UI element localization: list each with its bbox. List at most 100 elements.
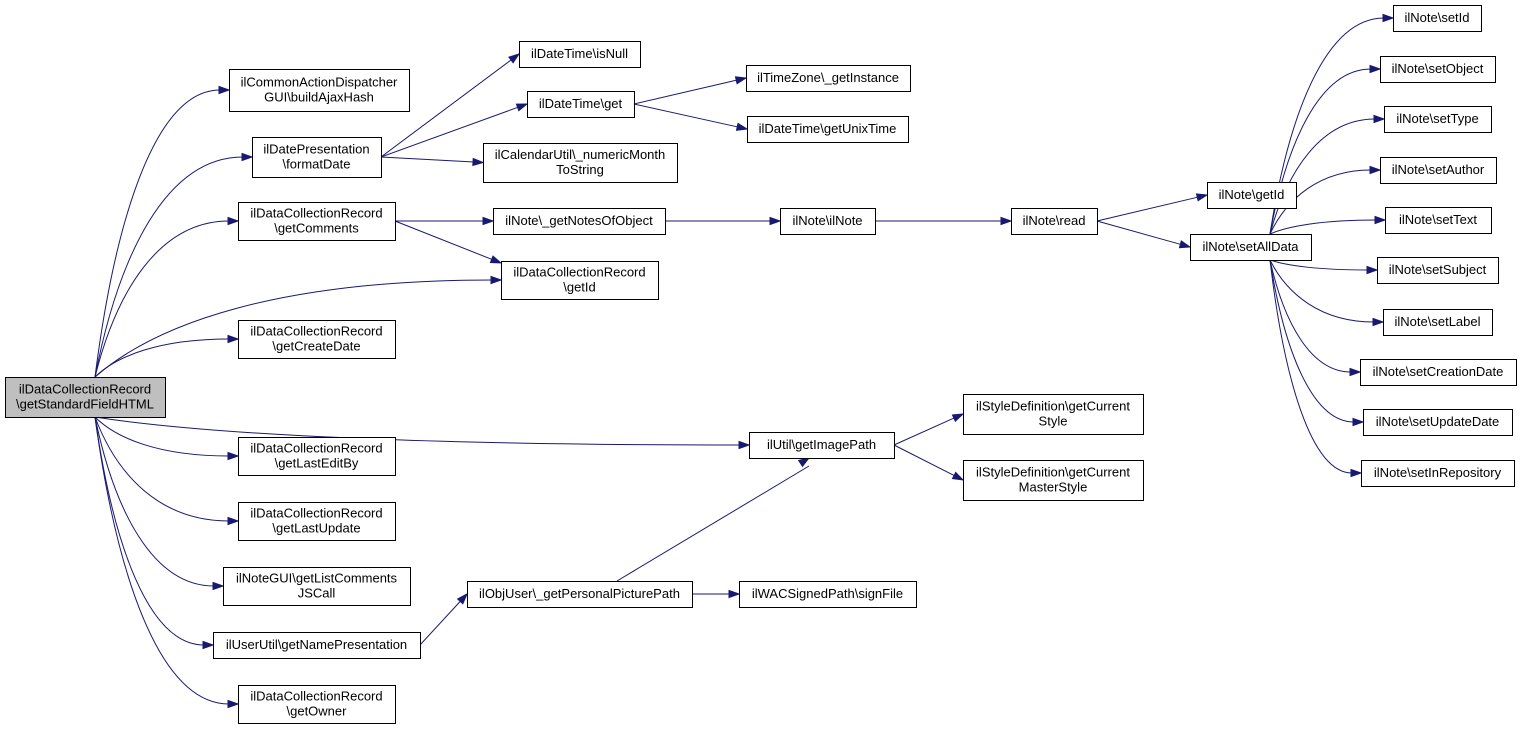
edge-root-to-getImagePath (94, 416, 741, 446)
edge-root-to-getListCommentsJSCall (94, 416, 215, 587)
arrowhead-noteRead-to-setAllData (1178, 240, 1192, 249)
arrowhead-root-to-getCreateDate (227, 334, 240, 344)
node-formatDate[interactable]: ilDatePresentation\formatDate (252, 137, 382, 178)
arrowhead-root-to-formatDate (241, 152, 254, 162)
node-box (213, 632, 421, 659)
node-label: ilDataCollectionRecord (19, 382, 151, 397)
node-label: ilStyleDefinition\getCurrent (976, 465, 1130, 480)
node-label: \getStandardFieldHTML (16, 397, 154, 412)
edge-setAllData-to-setUpdateDate (1269, 259, 1355, 423)
node-box (739, 581, 917, 608)
node-box (1393, 5, 1482, 32)
edge-formatDate-to-isNull (380, 58, 513, 158)
edge-setAllData-to-setSubject (1269, 259, 1369, 271)
node-label: ilNote\setId (1404, 10, 1469, 25)
node-box (229, 69, 410, 112)
node-box (238, 437, 396, 476)
node-setCreationDate[interactable]: ilNote\setCreationDate (1360, 359, 1517, 386)
node-getComments[interactable]: ilDataCollectionRecord\getComments (238, 202, 396, 241)
node-box (747, 116, 909, 143)
arrowhead-getImagePath-to-getCurrentMasterStyle (951, 471, 965, 481)
node-buildAjaxHash[interactable]: ilCommonActionDispatcherGUI\buildAjaxHas… (229, 69, 410, 112)
node-box (238, 320, 396, 359)
node-box (1377, 257, 1499, 284)
node-label: ilNote\_getNotesOfObject (505, 213, 653, 228)
node-box (1385, 207, 1492, 234)
node-box (1190, 234, 1312, 261)
node-getOwner[interactable]: ilDataCollectionRecord\getOwner (238, 685, 396, 724)
arrowhead-setAllData-to-setObject (1369, 64, 1382, 74)
node-root[interactable]: ilDataCollectionRecord\getStandardFieldH… (5, 377, 166, 418)
node-label: \getLastEditBy (275, 456, 359, 471)
node-noteGetId[interactable]: ilNote\getId (1207, 182, 1297, 209)
node-box (746, 65, 911, 92)
node-getCreateDate[interactable]: ilDataCollectionRecord\getCreateDate (238, 320, 396, 359)
node-setAllData[interactable]: ilNote\setAllData (1190, 234, 1312, 261)
edge-root-to-getComments (94, 220, 230, 378)
node-noteRead[interactable]: ilNote\read (1011, 208, 1098, 235)
node-getNamePresentation[interactable]: ilUserUtil\getNamePresentation (213, 632, 421, 659)
node-setType[interactable]: ilNote\setType (1384, 106, 1492, 133)
node-label: ilStyleDefinition\getCurrent (976, 399, 1130, 414)
node-setAuthor[interactable]: ilNote\setAuthor (1380, 157, 1497, 184)
node-box (467, 581, 693, 608)
node-dtGet[interactable]: ilDateTime\get (527, 91, 635, 118)
arrowhead-formatDate-to-numericMonth (472, 157, 485, 167)
node-label: ilNote\setUpdateDate (1376, 414, 1500, 429)
node-getLastEditBy[interactable]: ilDataCollectionRecord\getLastEditBy (238, 437, 396, 476)
edge-root-to-buildAjaxHash (94, 89, 221, 378)
node-box (1361, 460, 1515, 487)
node-setLabel[interactable]: ilNote\setLabel (1383, 309, 1493, 336)
edge-dtGet-to-tzGetInstance (633, 79, 738, 105)
node-box (493, 208, 666, 235)
node-box (749, 432, 895, 459)
node-signFile[interactable]: ilWACSignedPath\signFile (739, 581, 917, 608)
arrowhead-setAllData-to-setInRepository (1350, 468, 1363, 478)
node-getUnixTime[interactable]: ilDateTime\getUnixTime (747, 116, 909, 143)
node-label: ilDateTime\get (539, 96, 623, 111)
node-setUpdateDate[interactable]: ilNote\setUpdateDate (1363, 409, 1513, 436)
arrowhead-root-to-getImagePath (738, 440, 751, 450)
node-getPersonalPicturePath[interactable]: ilObjUser\_getPersonalPicturePath (467, 581, 693, 608)
node-label: \getComments (274, 221, 359, 236)
arrowhead-root-to-getNamePresentation (202, 640, 215, 650)
node-label: ilNote\setType (1396, 111, 1478, 126)
edge-getNamePresentation-to-getPersonalPicturePath (419, 600, 462, 646)
node-setObject[interactable]: ilNote\setObject (1380, 56, 1496, 83)
node-getLastUpdate[interactable]: ilDataCollectionRecord\getLastUpdate (238, 502, 396, 541)
call-graph-edges (94, 13, 1395, 709)
node-box (252, 137, 382, 178)
arrowhead-root-to-getListCommentsJSCall (212, 581, 225, 591)
node-setText[interactable]: ilNote\setText (1385, 207, 1492, 234)
node-label: MasterStyle (1019, 480, 1088, 495)
node-label: ilNote\setAllData (1202, 239, 1299, 254)
node-getImagePath[interactable]: ilUtil\getImagePath (749, 432, 895, 459)
node-label: ilNote\setSubject (1389, 262, 1487, 277)
arrowhead-root-to-getComments (227, 216, 240, 226)
edge-setAllData-to-setLabel (1269, 259, 1375, 323)
node-tzGetInstance[interactable]: ilTimeZone\_getInstance (746, 65, 911, 92)
node-label: ilNote\setAuthor (1392, 162, 1485, 177)
node-box (1011, 208, 1098, 235)
arrowhead-setAllData-to-setCreationDate (1349, 367, 1362, 377)
node-box (483, 143, 678, 183)
node-label: ilDatePresentation (263, 142, 369, 157)
node-setInRepository[interactable]: ilNote\setInRepository (1361, 460, 1515, 487)
arrowhead-setAllData-to-setSubject (1366, 265, 1379, 275)
node-getNotesOfObject[interactable]: ilNote\_getNotesOfObject (493, 208, 666, 235)
node-recGetId[interactable]: ilDataCollectionRecord\getId (501, 261, 659, 300)
node-noteCtor[interactable]: ilNote\ilNote (780, 208, 876, 235)
node-box (519, 41, 641, 68)
node-box (963, 460, 1144, 501)
node-isNull[interactable]: ilDateTime\isNull (519, 41, 641, 68)
node-setId[interactable]: ilNote\setId (1393, 5, 1482, 32)
edge-setAllData-to-setAuthor (1269, 169, 1372, 235)
node-label: ilWACSignedPath\signFile (752, 586, 903, 601)
edge-setAllData-to-setCreationDate (1269, 259, 1352, 373)
node-setSubject[interactable]: ilNote\setSubject (1377, 257, 1499, 284)
node-label: ilDataCollectionRecord (513, 265, 645, 280)
